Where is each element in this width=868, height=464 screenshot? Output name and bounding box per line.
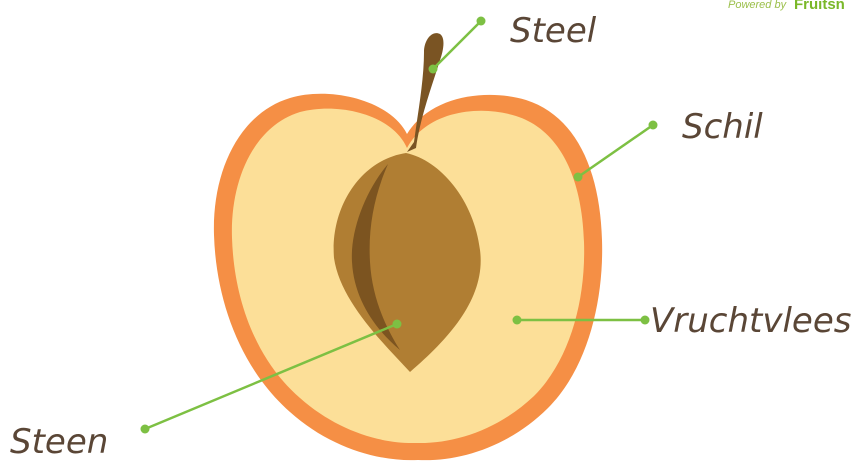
- pit-leader-dot-start: [393, 320, 402, 329]
- branding-name: Fruitsn: [794, 0, 845, 13]
- label-skin: Schil: [682, 107, 763, 147]
- stem-leader-dot-end: [477, 17, 486, 26]
- pit-leader-dot-end: [141, 425, 150, 434]
- flesh-leader-dot-start: [513, 316, 522, 325]
- label-stem: Steel: [510, 11, 597, 51]
- skin-leader-dot-start: [574, 173, 583, 182]
- branding-prefix: Powered by: [728, 0, 788, 11]
- skin-leader-dot-end: [649, 121, 658, 130]
- flesh-leader-dot-end: [641, 316, 650, 325]
- stem-leader-dot-start: [429, 65, 438, 74]
- skin-leader-line: [578, 125, 653, 177]
- label-flesh: Vruchtvlees: [650, 301, 851, 341]
- apricot-half: [214, 33, 602, 460]
- branding: Powered by Fruitsn: [728, 0, 845, 13]
- label-pit: Steen: [10, 422, 108, 462]
